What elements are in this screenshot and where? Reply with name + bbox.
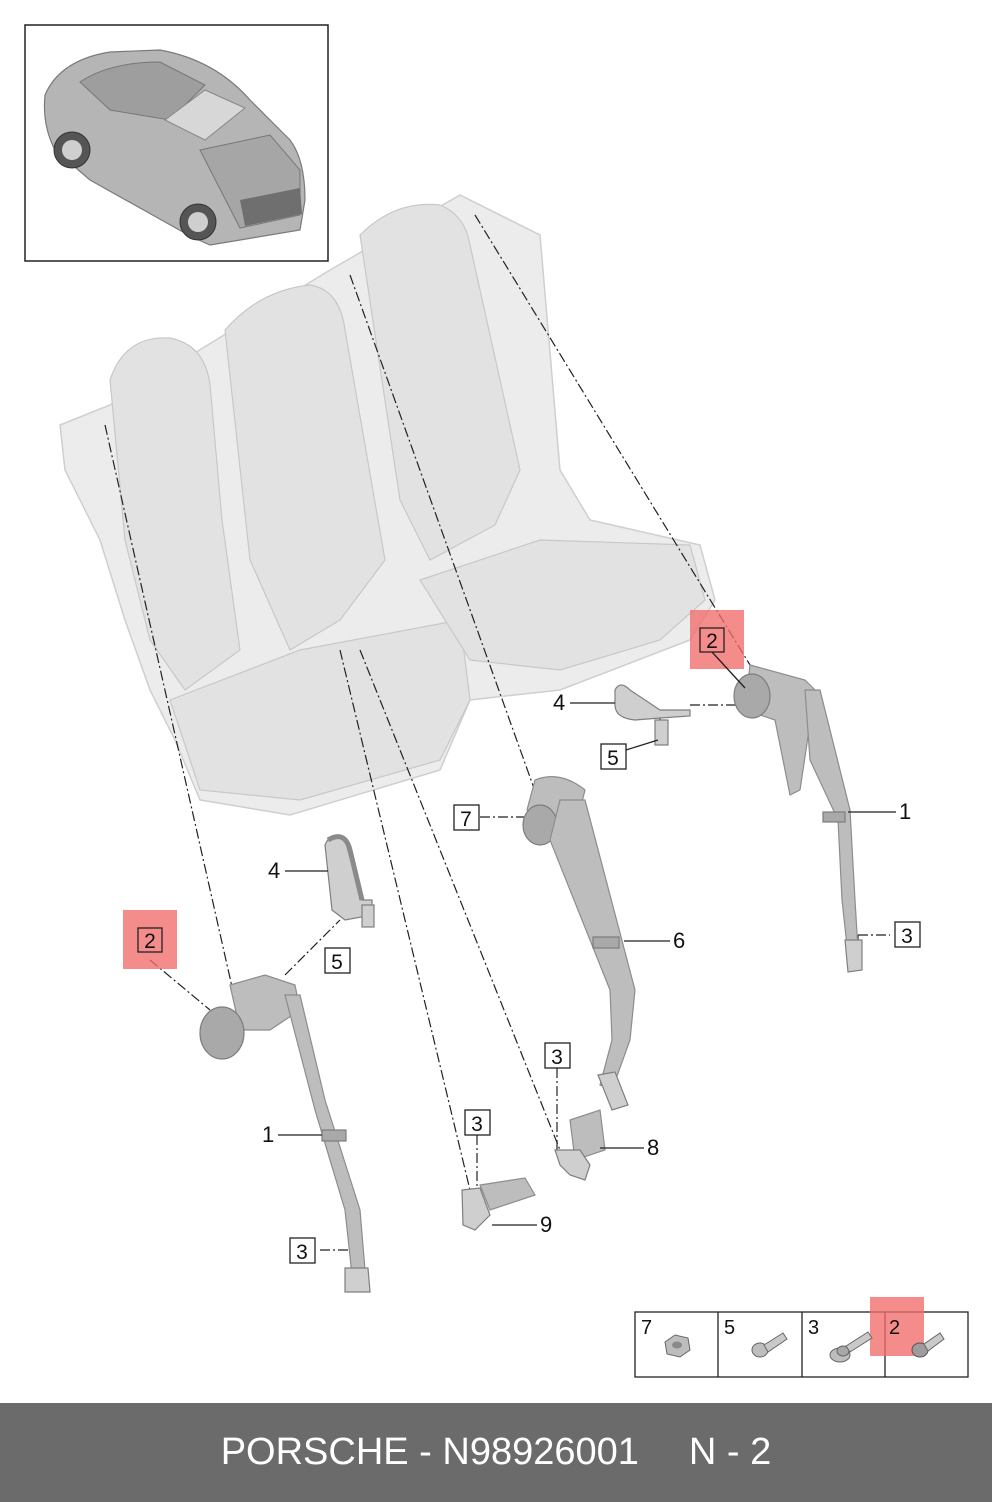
- fastener-legend: 7 5 3 2: [634, 1297, 969, 1378]
- callout-8[interactable]: 8: [600, 1135, 659, 1160]
- svg-text:5: 5: [331, 951, 343, 974]
- screw-icon: [911, 1332, 945, 1358]
- svg-text:8: 8: [647, 1135, 659, 1160]
- svg-text:3: 3: [808, 1317, 819, 1339]
- callout-4-upper[interactable]: 4: [553, 690, 615, 715]
- belt-guide-lower: [324, 834, 375, 928]
- svg-text:7: 7: [641, 1317, 652, 1339]
- callout-1-left[interactable]: 1: [262, 1122, 322, 1147]
- car-icon: [43, 49, 306, 246]
- svg-text:2: 2: [889, 1317, 900, 1339]
- svg-text:3: 3: [296, 1241, 308, 1264]
- footer-bar: PORSCHE - N98926001 N - 2: [0, 1403, 992, 1502]
- belt-guide-upper: [614, 684, 691, 746]
- buckle-8: [554, 1109, 606, 1181]
- seat-belt-center: [522, 776, 636, 1111]
- highlight-part2-right: [690, 610, 744, 669]
- svg-text:2: 2: [706, 630, 718, 653]
- svg-text:1: 1: [262, 1122, 274, 1147]
- svg-text:1: 1: [899, 799, 911, 824]
- svg-text:4: 4: [553, 690, 565, 715]
- seat-belt-left-outer: [199, 974, 371, 1293]
- callout-4-lower[interactable]: 4: [268, 858, 328, 883]
- callout-5-upper[interactable]: 5: [600, 743, 627, 770]
- svg-text:4: 4: [268, 858, 280, 883]
- callout-3-center[interactable]: 3: [544, 1042, 571, 1069]
- vehicle-thumbnail: [24, 24, 329, 262]
- assembly-lines: [104, 214, 890, 1285]
- callout-7[interactable]: 7: [453, 804, 480, 831]
- svg-text:7: 7: [460, 808, 472, 831]
- rear-seat-bench: [59, 194, 716, 816]
- legend-cell-3[interactable]: 3: [808, 1317, 873, 1363]
- callout-5-lower[interactable]: 5: [324, 947, 351, 974]
- callout-1-right[interactable]: 1: [848, 799, 911, 824]
- svg-text:5: 5: [724, 1317, 735, 1339]
- legend-cell-7[interactable]: 7: [641, 1317, 691, 1358]
- highlight-part2-left: [123, 910, 177, 969]
- legend-cell-2[interactable]: 2: [889, 1317, 945, 1358]
- bolt-icon: [751, 1332, 788, 1358]
- callout-6[interactable]: 6: [624, 928, 685, 953]
- flange-bolt-icon: [829, 1331, 873, 1363]
- callout-3-right[interactable]: 3: [894, 921, 921, 948]
- callout-3-lower[interactable]: 3: [464, 1109, 491, 1136]
- svg-text:3: 3: [471, 1113, 483, 1136]
- svg-text:3: 3: [901, 925, 913, 948]
- callout-2-left[interactable]: 2: [137, 927, 163, 953]
- svg-text:2: 2: [144, 930, 156, 953]
- seat-belt-right-outer: [733, 664, 863, 973]
- svg-text:6: 6: [673, 928, 685, 953]
- legend-cell-5[interactable]: 5: [724, 1317, 788, 1358]
- svg-text:3: 3: [551, 1046, 563, 1069]
- svg-text:9: 9: [540, 1212, 552, 1237]
- callout-3-left[interactable]: 3: [289, 1237, 316, 1264]
- brand-part-number: PORSCHE - N98926001: [220, 1431, 639, 1473]
- page-number: N - 2: [688, 1431, 772, 1473]
- buckle-9: [461, 1177, 536, 1231]
- nut-icon: [664, 1334, 691, 1358]
- svg-text:5: 5: [607, 747, 619, 770]
- callout-9[interactable]: 9: [492, 1212, 552, 1237]
